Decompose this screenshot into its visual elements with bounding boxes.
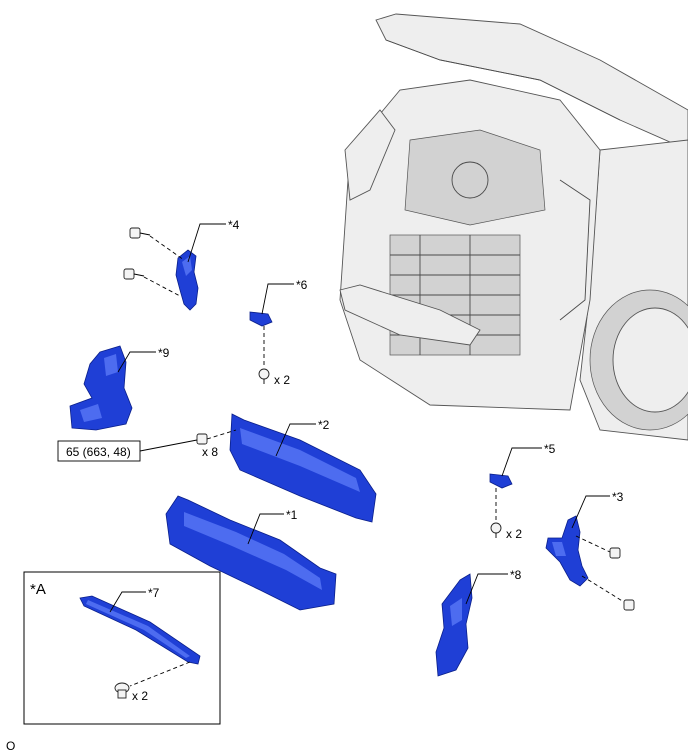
part-7-strip bbox=[79, 595, 201, 665]
leader-line bbox=[261, 283, 294, 315]
fastener-path bbox=[581, 575, 625, 603]
bolt-icon bbox=[196, 433, 208, 445]
leader-line bbox=[187, 223, 226, 263]
part-8-bracket bbox=[435, 573, 473, 677]
clip-icon bbox=[114, 682, 130, 699]
part-3-bracket bbox=[545, 515, 589, 587]
part-1-absorber bbox=[165, 495, 337, 611]
bolt-icon bbox=[123, 268, 145, 280]
callout-1: *1 bbox=[286, 508, 298, 522]
leader-line bbox=[275, 423, 316, 457]
qty-bumper-bolts: x 8 bbox=[202, 445, 218, 459]
screw-icon bbox=[258, 368, 270, 384]
leader-line bbox=[501, 447, 542, 477]
callout-2: *2 bbox=[318, 418, 330, 432]
qty-p6-screws: x 2 bbox=[274, 373, 290, 387]
qty-p7-clips: x 2 bbox=[132, 689, 148, 703]
figure-id: O bbox=[6, 739, 15, 753]
bolt-icon bbox=[129, 227, 151, 239]
part-4-bracket bbox=[175, 249, 199, 311]
leader-line bbox=[109, 591, 146, 613]
vehicle-front-illustration bbox=[339, 13, 688, 441]
part-6-bracket bbox=[249, 311, 273, 327]
inset-frame bbox=[23, 571, 221, 725]
fastener-path bbox=[575, 535, 611, 553]
bolt-icon bbox=[609, 547, 621, 559]
callout-5: *5 bbox=[544, 442, 556, 456]
callout-7: *7 bbox=[148, 586, 160, 600]
leader-line bbox=[465, 573, 508, 605]
callout-8: *8 bbox=[510, 568, 522, 582]
leader-line bbox=[571, 495, 610, 529]
bolt-icon bbox=[623, 599, 635, 611]
callout-4: *4 bbox=[228, 218, 240, 232]
leader-line bbox=[117, 351, 156, 373]
torque-spec: 65 (663, 48) bbox=[66, 445, 131, 459]
fastener-path bbox=[206, 429, 237, 440]
screw-icon bbox=[490, 522, 502, 538]
leader-line bbox=[139, 439, 198, 452]
callout-3: *3 bbox=[612, 490, 624, 504]
fastener-path bbox=[129, 661, 191, 687]
leader-line bbox=[247, 513, 284, 545]
part-5-bracket bbox=[489, 473, 513, 489]
callout-6: *6 bbox=[296, 278, 308, 292]
part-9-bracket bbox=[69, 345, 133, 431]
callout-9: *9 bbox=[158, 346, 170, 360]
qty-p5-screws: x 2 bbox=[506, 527, 522, 541]
inset-label: *A bbox=[30, 581, 46, 598]
part-2-reinforcement bbox=[229, 413, 377, 523]
part-4-bolts bbox=[123, 227, 185, 297]
